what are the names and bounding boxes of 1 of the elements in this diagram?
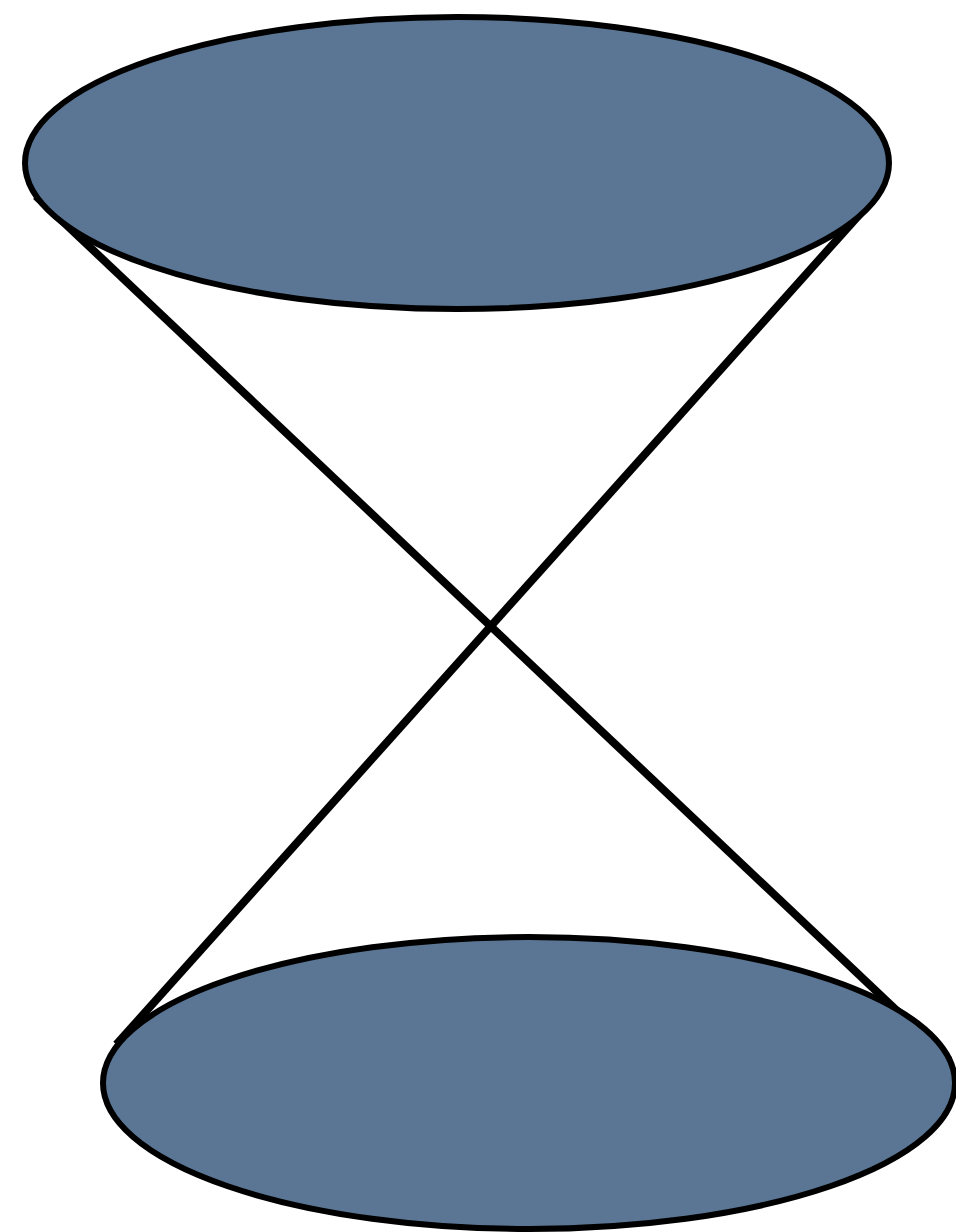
- ellipse-disc: [21, 13, 891, 311]
